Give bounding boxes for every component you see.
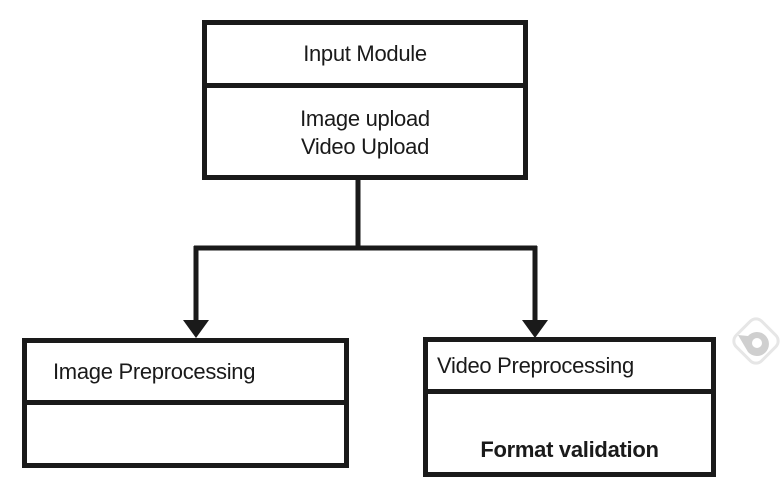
image-preprocessing-node: Image Preprocessing: [22, 338, 349, 468]
image-preprocessing-header: Image Preprocessing: [27, 343, 344, 405]
arrow-head-left-icon: [183, 320, 209, 338]
video-preprocessing-node: Video Preprocessing Format validation: [423, 337, 716, 477]
logo-watermark-icon: [732, 317, 780, 365]
video-preprocessing-line: Format validation: [480, 437, 659, 462]
arrow-head-right-icon: [522, 320, 548, 338]
input-module-header: Input Module: [207, 25, 523, 88]
video-preprocessing-header: Video Preprocessing: [428, 342, 711, 394]
input-module-title: Input Module: [303, 41, 427, 66]
video-preprocessing-body: Format validation: [428, 436, 711, 464]
input-module-line: Image upload: [300, 106, 430, 131]
input-module-line: Video Upload: [300, 134, 430, 159]
image-preprocessing-title: Image Preprocessing: [53, 358, 256, 384]
input-module-node: Input Module Image upload Video Upload: [202, 20, 528, 180]
video-preprocessing-title: Video Preprocessing: [437, 352, 634, 378]
input-module-body: Image upload Video Upload: [207, 105, 523, 161]
connector-lines: [183, 176, 548, 338]
